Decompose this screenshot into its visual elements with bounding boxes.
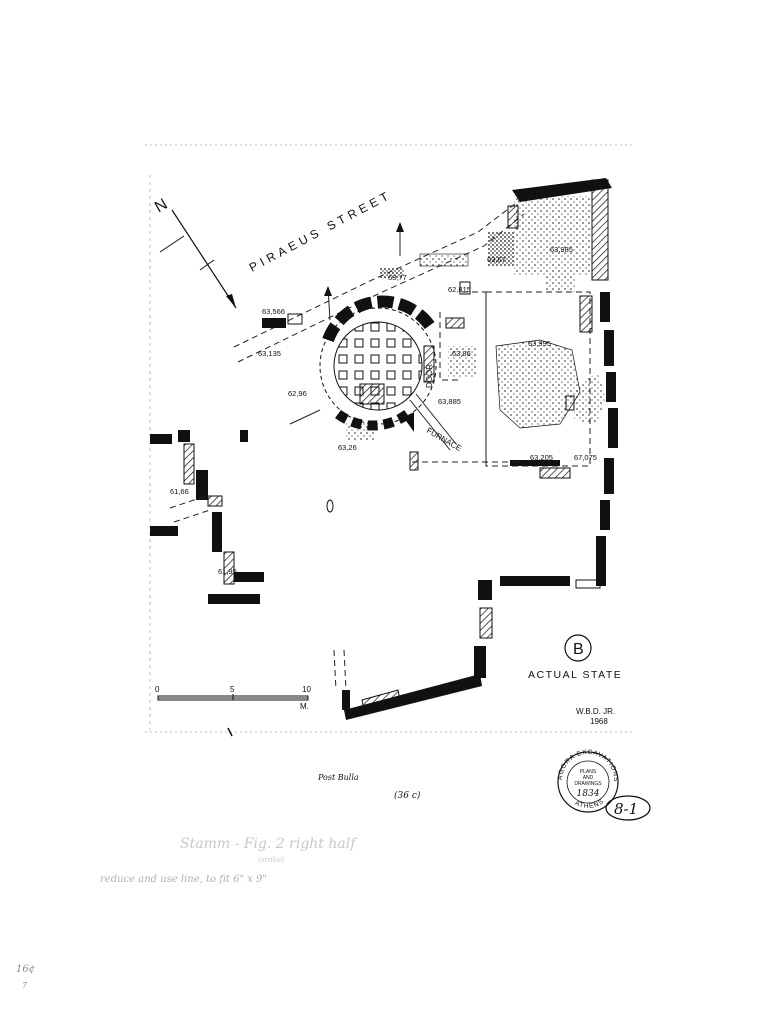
scale-tick-label: 0: [155, 685, 160, 694]
pencil-notes: Stamm - Fig. 2 right half (strike) reduc…: [16, 836, 358, 990]
elevation-label: 63,885: [438, 397, 461, 406]
door-label: DOOR: [425, 364, 434, 388]
elevation-label: 62,815: [448, 285, 471, 294]
stamp-line: AND: [583, 775, 594, 781]
plan-title: ACTUAL STATE: [528, 669, 622, 681]
street-label: PIRAEUS STREET: [247, 187, 394, 274]
stamp-bottom-text: ATHENS: [574, 798, 605, 810]
sheet-frame: [145, 144, 632, 733]
pencil-note: reduce and use line, to fit 6" x 9": [100, 874, 267, 885]
paren-note: (36 c): [394, 790, 421, 801]
elevation-label: 63,566: [262, 307, 285, 316]
elevation-label: 63,205: [530, 453, 553, 462]
west-building: [150, 430, 264, 604]
misc-fragments: [262, 222, 404, 710]
scale-tick-label: 10: [302, 685, 311, 694]
room-marker: B: [564, 634, 592, 662]
elevation-labels: 63,985 63,67 63,77 62,815 63,566 63,135 …: [170, 245, 597, 576]
pencil-note: (strike): [258, 856, 284, 864]
svg-text:ATHENS: ATHENS: [574, 798, 606, 810]
scale-tick-label: 5: [230, 685, 235, 694]
elevation-label: 62,96: [288, 389, 307, 398]
furnace-label: FURNACE: [425, 426, 463, 453]
stamp-line: DRAWINGS: [574, 781, 602, 787]
elevation-label: 67,075: [574, 453, 597, 462]
elevation-label: 63,985: [550, 245, 573, 254]
scale-bar: 0 5 10 M.: [155, 685, 311, 711]
margin-note: 7: [22, 981, 28, 990]
scale-unit: M.: [300, 702, 309, 711]
elevation-label: 63,995: [528, 339, 551, 348]
north-letter: N: [152, 196, 171, 217]
elevation-label: 63,77: [388, 273, 407, 282]
elevation-label: 63,26: [338, 443, 357, 452]
sheet-id: 8-1: [614, 800, 638, 818]
elevation-label: 63,135: [258, 349, 281, 358]
author-initials: W.B.D. JR.: [576, 707, 615, 716]
elevation-label: 61,66: [170, 487, 189, 496]
kiln: [289, 295, 457, 451]
elevation-label: 63,67: [487, 255, 506, 264]
stamp-number: 1834: [577, 789, 600, 799]
plan-year: 1968: [590, 717, 608, 726]
east-boundary-wall: [344, 178, 618, 720]
east-rooms: [409, 196, 606, 479]
post-bulla-note: Post Bulla: [317, 773, 359, 782]
north-arrow-icon: N: [152, 196, 237, 309]
stamp-icon: AGORA EXCAVATIONS ATHENS PLANS AND DRAWI…: [557, 749, 619, 813]
pencil-note: Stamm - Fig. 2 right half: [180, 836, 358, 852]
stamp-line: PLANS: [580, 769, 597, 775]
room-letter: B: [573, 641, 584, 658]
margin-note: 16¢: [16, 964, 35, 975]
elevation-label: 61,95: [218, 567, 237, 576]
elevation-label: 63,86: [452, 349, 471, 358]
